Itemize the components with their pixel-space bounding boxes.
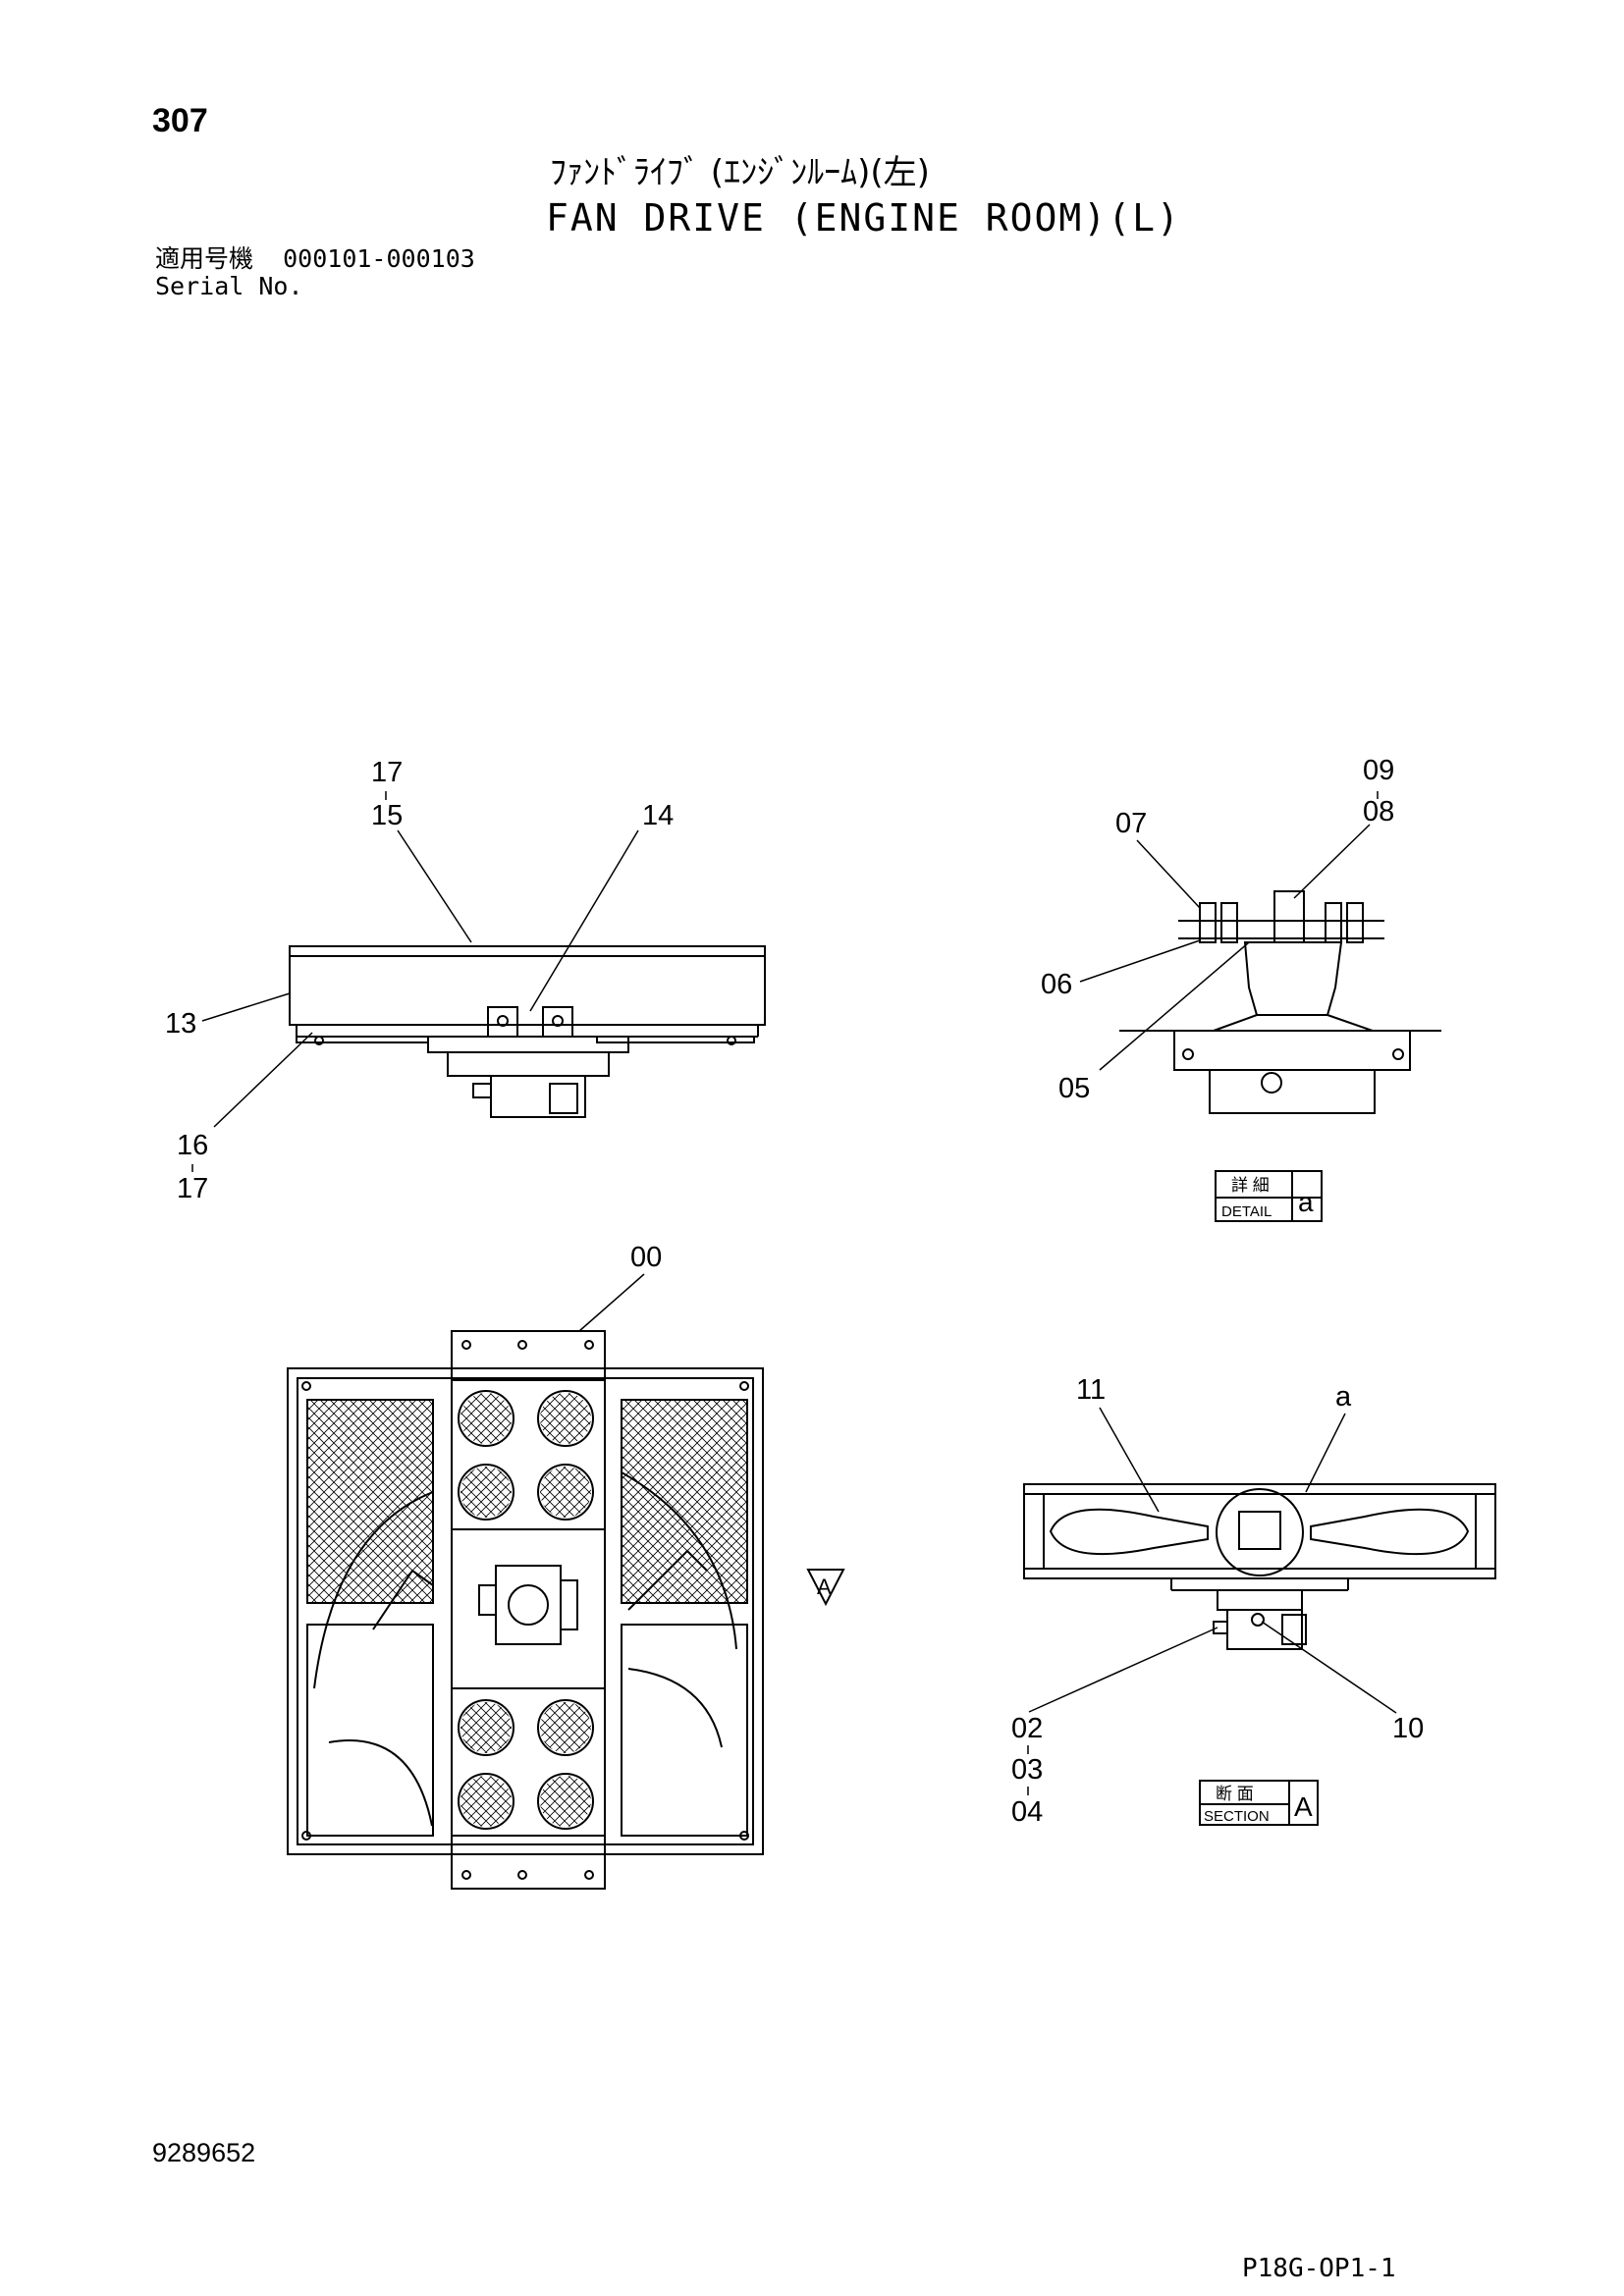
- callout-11: 11: [1076, 1374, 1106, 1406]
- section-label-english: SECTION: [1204, 1808, 1270, 1825]
- detail-label-id: a: [1298, 1187, 1314, 1217]
- detail-label-box: [1215, 1170, 1323, 1222]
- sheet-code: P18G-OP1-1: [1242, 2254, 1396, 2283]
- callout-05: 05: [1058, 1073, 1090, 1104]
- callout-14: 14: [642, 800, 674, 831]
- section-label-japanese: 断 面: [1216, 1785, 1254, 1803]
- callout-16: 16: [177, 1130, 208, 1161]
- section-label-box: [1199, 1780, 1319, 1826]
- section-a-drawing: [1023, 1483, 1496, 1650]
- callout-a: a: [1335, 1381, 1352, 1413]
- view-labels: 詳 細 DETAIL a 断 面 SECTION A: [1204, 1176, 1314, 1825]
- detail-label-japanese: 詳 細: [1231, 1176, 1270, 1195]
- detail-a-drawing: [1119, 890, 1441, 1114]
- title-english: FAN DRIVE (ENGINE ROOM)(L): [546, 196, 1181, 240]
- mesh-hatching: [307, 1393, 747, 1827]
- callout-03: 03: [1011, 1754, 1043, 1786]
- serial-range: 000101-000103: [283, 244, 475, 273]
- leader-lines: [191, 791, 1397, 1795]
- page-number: 307: [152, 102, 208, 139]
- view-marker-label: A: [817, 1575, 832, 1599]
- callout-17-lower: 17: [177, 1173, 208, 1204]
- callout-15: 15: [371, 800, 403, 831]
- top-view-assembly: [289, 945, 766, 1118]
- callout-00: 00: [630, 1242, 662, 1273]
- serial-block: 適用号機 000101-000103 Serial No.: [155, 245, 475, 300]
- document-number: 9289652: [152, 2138, 256, 2167]
- callout-13: 13: [165, 1008, 196, 1040]
- callout-08: 08: [1363, 796, 1394, 828]
- serial-label-english: Serial No.: [155, 272, 303, 300]
- callout-17-upper: 17: [371, 757, 403, 788]
- callout-04: 04: [1011, 1796, 1043, 1828]
- callout-numbers: 17 15 14 13 16 17 09 08 07 06 05 00 11 a…: [165, 755, 1424, 1828]
- title-japanese: ﾌｧﾝﾄﾞﾗｲﾌﾞ (ｴﾝｼﾞﾝﾙｰﾑ)(左): [550, 153, 930, 192]
- view-arrow-a: [806, 1569, 845, 1607]
- detail-label-english: DETAIL: [1221, 1203, 1272, 1220]
- callout-10: 10: [1392, 1713, 1424, 1744]
- callout-09: 09: [1363, 755, 1394, 786]
- section-label-id: A: [1294, 1791, 1313, 1822]
- callout-07: 07: [1115, 808, 1147, 839]
- callout-06: 06: [1041, 969, 1072, 1000]
- callout-02: 02: [1011, 1713, 1043, 1744]
- serial-label-japanese: 適用号機: [155, 244, 254, 273]
